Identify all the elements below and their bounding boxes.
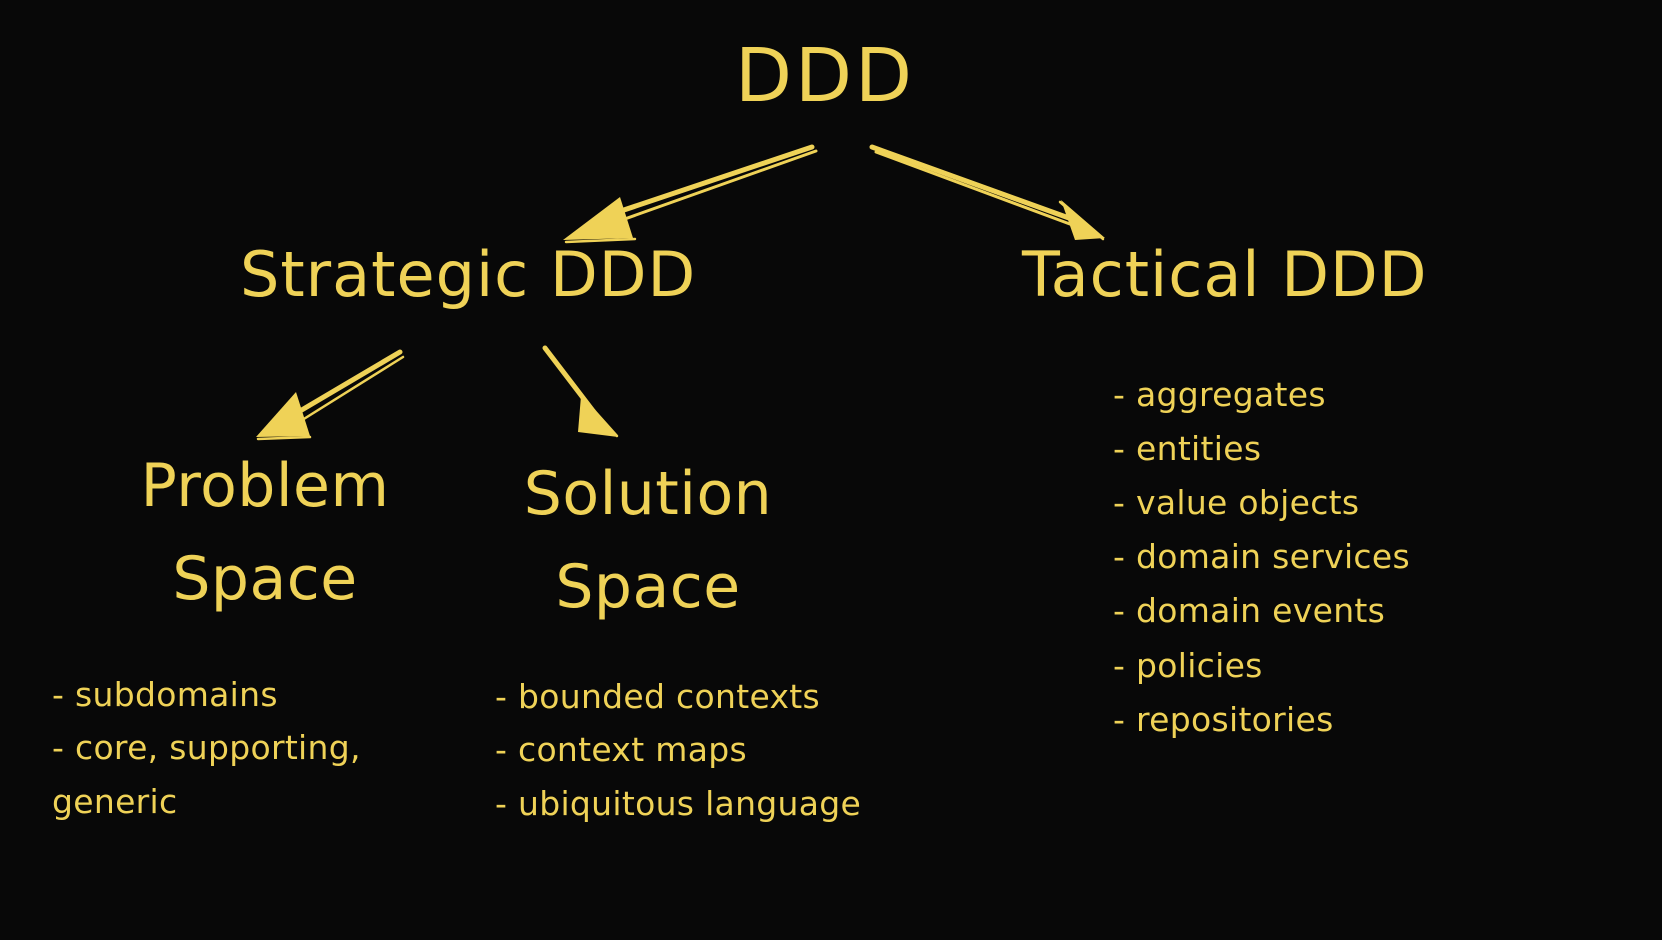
list-item: - core, supporting,	[52, 728, 361, 768]
list-item: - subdomains	[52, 675, 278, 714]
list-item: - bounded contexts	[495, 677, 821, 716]
list-item: - context maps	[495, 730, 747, 770]
node-strategic-ddd: Strategic DDD	[240, 238, 697, 311]
node-solution-space: Solution Space	[498, 448, 798, 634]
arrow-ddd-to-tactical	[869, 144, 1105, 241]
list-item: - domain services	[1113, 537, 1410, 577]
list-item: - repositories	[1113, 699, 1334, 739]
arrow-ddd-to-strategic	[563, 144, 818, 244]
list-solution-space-items: - bounded contexts - context maps - ubiq…	[495, 670, 965, 830]
node-problem-space-line-2: Space	[172, 544, 358, 614]
list-item: - aggregates	[1113, 375, 1326, 414]
arrow-strategic-to-solution	[542, 345, 619, 438]
list-item: - domain events	[1113, 591, 1386, 631]
list-tactical-ddd-items: - aggregates - entities - value objects …	[1113, 368, 1553, 747]
list-item: generic	[52, 781, 178, 821]
node-problem-space: Problem Space	[100, 440, 430, 626]
node-solution-space-line-1: Solution	[523, 459, 773, 529]
list-item: - entities	[1113, 429, 1262, 469]
list-item: - ubiquitous language	[495, 783, 862, 823]
list-problem-space-items: - subdomains - core, supporting, generic	[52, 668, 452, 828]
node-tactical-ddd: Tactical DDD	[1022, 238, 1428, 311]
node-ddd-root: DDD	[735, 33, 915, 119]
node-problem-space-line-1: Problem	[140, 451, 390, 521]
list-item: - value objects	[1113, 483, 1360, 523]
node-solution-space-line-2: Space	[555, 552, 741, 622]
list-item: - policies	[1113, 645, 1263, 685]
arrow-strategic-to-problem	[256, 349, 405, 441]
